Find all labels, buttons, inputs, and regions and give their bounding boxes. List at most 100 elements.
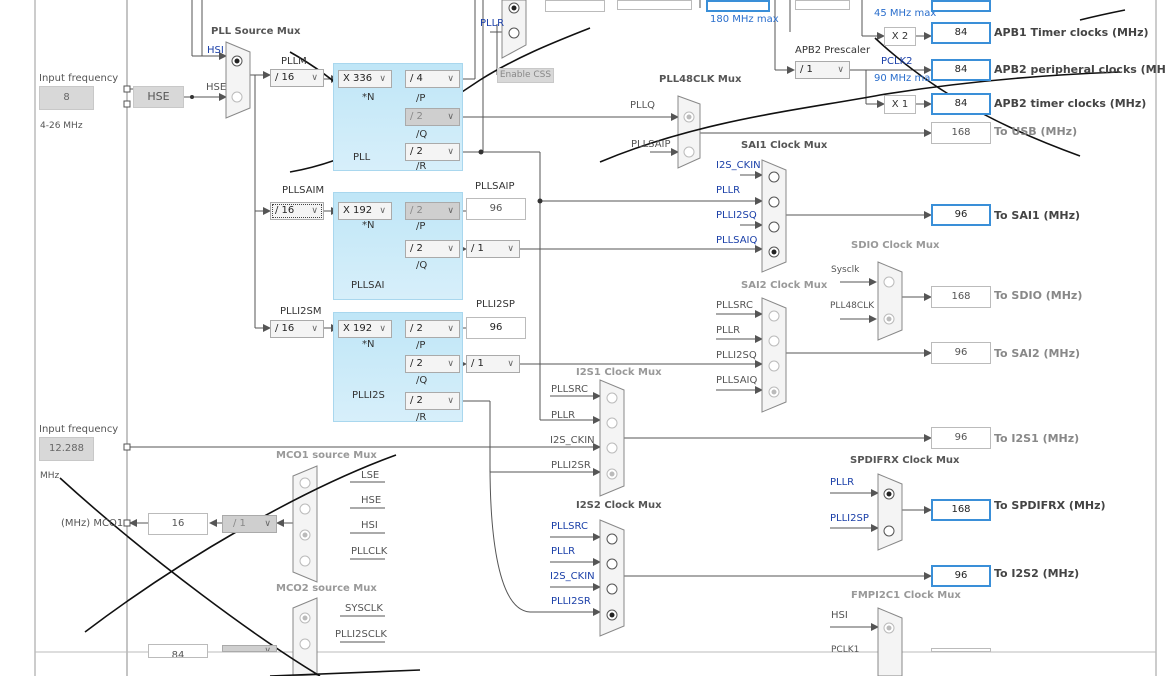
i2s2-label: To I2S2 (MHz) [994, 567, 1080, 580]
pll-source-mux-title: PLL Source Mux [211, 26, 301, 37]
i2s2-mux-shape [599, 519, 625, 637]
pllsaiq-divider[interactable]: / 1 [466, 240, 520, 258]
pllr-label: /R [416, 161, 427, 172]
hse-block[interactable]: HSE [133, 86, 184, 108]
plli2sq-divider[interactable]: / 1 [466, 355, 520, 373]
pllsaip-label: /P [416, 221, 426, 232]
plln-select[interactable]: X 336 [338, 70, 392, 88]
mco1-divider[interactable]: / 1 [222, 515, 277, 533]
mco1-mux-title: MCO1 source Mux [276, 450, 377, 461]
sai1-in-pllsaiq: PLLSAIQ [716, 235, 758, 246]
plli2sp-output-label: PLLI2SP [476, 299, 515, 310]
sai2-mux[interactable] [762, 298, 786, 412]
pllsaip-output-label: PLLSAIP [475, 181, 515, 192]
apb1-periph-partial-box[interactable] [931, 0, 991, 12]
spdif-label: To SPDIFRX (MHz) [994, 499, 1106, 512]
pllsaip-output[interactable]: 96 [466, 198, 526, 220]
i2s2-in-pllr: PLLR [551, 546, 576, 557]
mco1-in-hse: HSE [361, 495, 382, 506]
i2s2-mux[interactable] [600, 520, 624, 636]
fmpi2c1-mux-title: FMPI2C1 Clock Mux [851, 590, 961, 601]
sdio-in-pll48clk: PLL48CLK [830, 301, 875, 311]
i2s1-in-i2s-ckin: I2S_CKIN [550, 435, 595, 446]
sai1-in-i2s-ckin: I2S_CKIN [716, 160, 761, 171]
fmpi2c1-mux[interactable] [878, 608, 902, 652]
spdif-in-plli2sp: PLLI2SP [830, 513, 869, 524]
plln-label: *N [362, 92, 375, 103]
mco2-mux[interactable] [293, 598, 317, 652]
plli2sp-select[interactable]: / 2 [405, 320, 460, 338]
apb2-periph-output[interactable]: 84 [931, 59, 991, 81]
spdif-in-pllr: PLLR [830, 477, 855, 488]
apb1-partial-select[interactable] [795, 0, 850, 10]
sdio-mux-title: SDIO Clock Mux [851, 240, 940, 251]
sai1-in-plli2sq: PLLI2SQ [716, 210, 757, 221]
mco2-output[interactable]: 84 [148, 644, 208, 658]
spdif-mux[interactable] [878, 474, 902, 550]
fmpi2c1-in-pclk1: PCLK1 [831, 645, 860, 655]
pllm-select[interactable]: / 16 [270, 69, 324, 87]
spdif-mux-title: SPDIFRX Clock Mux [850, 455, 960, 466]
pllsaip-select[interactable]: / 2 [405, 202, 460, 220]
apb2-prescaler-select[interactable]: / 1 [795, 61, 850, 79]
i2s2-output[interactable]: 96 [931, 565, 991, 587]
pllsaiq-select[interactable]: / 2 [405, 240, 460, 258]
mco1-output[interactable]: 16 [148, 513, 208, 535]
plli2sn-label: *N [362, 339, 375, 350]
fmpi2c1-partial-output[interactable] [931, 648, 991, 652]
sai1-output[interactable]: 96 [931, 204, 991, 226]
sai2-mux-title: SAI2 Clock Mux [741, 280, 828, 291]
pllsain-select[interactable]: X 192 [338, 202, 392, 220]
sdio-in-sysclk: Sysclk [831, 265, 860, 275]
ahb-partial-select[interactable] [617, 0, 692, 10]
hsi-input-label: HSI [207, 45, 224, 56]
plli2sn-select[interactable]: X 192 [338, 320, 392, 338]
plli2sp-output[interactable]: 96 [466, 317, 526, 339]
i2s2-in-plli2sr: PLLI2SR [551, 596, 591, 607]
apb1-timer-output[interactable]: 84 [931, 22, 991, 44]
hse-input-frequency-field[interactable]: 8 [39, 86, 94, 110]
sai2-in-plli2sq: PLLI2SQ [716, 350, 757, 361]
enable-css-button[interactable]: Enable CSS [497, 68, 554, 83]
pllq-label: /Q [416, 129, 428, 140]
i2s2-mux-title: I2S2 Clock Mux [576, 500, 662, 511]
i2s-frequency-unit: MHz [40, 471, 60, 481]
sai2-output[interactable]: 96 [931, 342, 991, 364]
apb2-timer-multiplier: X 1 [884, 95, 916, 114]
hclk-partial-box[interactable] [706, 0, 770, 12]
hse-frequency-range: 4-26 MHz [40, 121, 83, 131]
i2s-input-frequency-label: Input frequency [39, 424, 119, 435]
spdif-output[interactable]: 168 [931, 499, 991, 521]
usb-output[interactable]: 168 [931, 122, 991, 144]
pll-source-mux[interactable] [226, 42, 250, 118]
plli2sr-label: /R [416, 412, 427, 423]
pllr-top-label: PLLR [480, 18, 505, 29]
pll48-pllsaip-label: PLLSAIP [631, 139, 671, 150]
apb2-prescaler-label: APB2 Prescaler [795, 45, 871, 56]
sdio-output[interactable]: 168 [931, 286, 991, 308]
apb2-timer-output[interactable]: 84 [931, 93, 991, 115]
sai1-mux[interactable] [762, 160, 786, 272]
sdio-mux[interactable] [878, 262, 902, 340]
pll48-mux[interactable] [678, 96, 700, 168]
i2s1-mux[interactable] [600, 380, 624, 496]
sai2-label: To SAI2 (MHz) [994, 347, 1081, 360]
apb1-timer-multiplier: X 2 [884, 27, 916, 46]
i2s1-label: To I2S1 (MHz) [994, 432, 1080, 445]
plli2s-name: PLLI2S [352, 390, 385, 401]
plli2sr-select[interactable]: / 2 [405, 392, 460, 410]
pllsaim-select[interactable]: / 16 [270, 202, 324, 220]
apb1-timer-label: APB1 Timer clocks (MHz) [994, 26, 1149, 39]
pllr-select[interactable]: / 2 [405, 143, 460, 161]
apb2-periph-label: APB2 peripheral clocks (MHz) [994, 63, 1166, 76]
i2s-input-frequency-field[interactable]: 12.288 [39, 437, 94, 461]
i2s2-in-i2s-ckin: I2S_CKIN [550, 571, 595, 582]
i2s1-output[interactable]: 96 [931, 427, 991, 449]
mco2-divider[interactable] [222, 645, 277, 652]
sai2-in-pllsrc: PLLSRC [716, 300, 753, 311]
plli2sq-select[interactable]: / 2 [405, 355, 460, 373]
mco1-mux[interactable] [293, 466, 317, 582]
plli2sm-select[interactable]: / 16 [270, 320, 324, 338]
pllp-select[interactable]: / 4 [405, 70, 460, 88]
pllq-select[interactable]: / 2 [405, 108, 460, 126]
